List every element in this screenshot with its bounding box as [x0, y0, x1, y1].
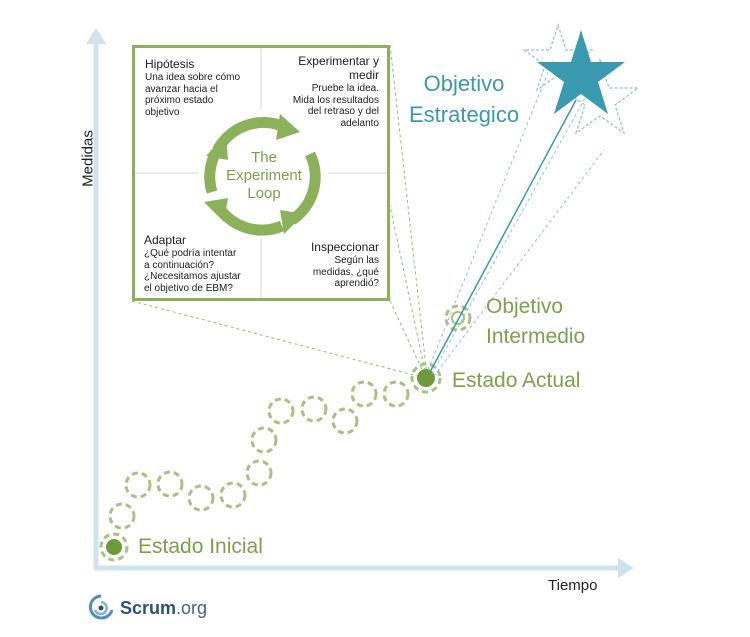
path-step	[124, 471, 152, 499]
zoom-line	[131, 300, 426, 379]
star-icon	[537, 30, 625, 114]
estado-actual-dot	[417, 369, 435, 387]
inspeccionar-line: Según las	[334, 255, 379, 266]
experimentar-title: Experimentar y	[298, 54, 379, 68]
estado-inicial-ring	[99, 532, 129, 562]
quadrant-experimentar: Experimentar y medir Pruebe la idea. Mid…	[259, 55, 379, 129]
y-axis-title: Medidas	[79, 130, 97, 187]
quadrant-hipotesis: Hipótesis Una idea sobre cómo avanzar ha…	[145, 58, 265, 118]
brand-name: Scrum.org	[120, 598, 207, 619]
path-step	[331, 407, 359, 435]
path-step	[300, 395, 328, 423]
path-step	[250, 426, 278, 454]
adaptar-line: a continuación?	[144, 259, 215, 271]
inspeccionar-line: medidas, ¿qué	[312, 266, 379, 278]
adaptar-line: ¿Qué podría intentar	[144, 248, 237, 259]
loop-title-line: Experiment	[226, 167, 302, 184]
path-to-goal	[431, 97, 586, 375]
experiment-loop-box: Hipótesis Una idea sobre cómo avanzar ha…	[132, 45, 390, 301]
path-step	[382, 380, 410, 408]
path-step	[108, 502, 136, 530]
hipotesis-line: objetivo	[145, 106, 180, 118]
objetivo-intermedio-ring	[444, 304, 472, 332]
path-step	[245, 459, 273, 487]
loop-title-line: The	[251, 149, 277, 166]
objetivo-intermedio-line: Intermedio	[486, 325, 586, 348]
estado-actual-ring	[410, 362, 442, 394]
experimentar-line: adelanto	[340, 117, 379, 129]
objetivo-estrategico-line: Estrategico	[409, 102, 520, 127]
zoom-line	[389, 300, 426, 377]
path-to-goal	[429, 99, 577, 373]
experimentar-line: del retraso y del	[307, 106, 379, 117]
adaptar-line: ¿Necesitamos ajustar	[144, 271, 241, 282]
inspeccionar-title: Inspeccionar	[310, 240, 379, 254]
path-to-goal	[427, 59, 554, 371]
inspeccionar-line: aprendió?	[334, 278, 379, 289]
objetivo-estrategico-label: Objetivo Estrategico	[409, 68, 519, 130]
quadrant-inspeccionar: Inspeccionar Según las medidas, ¿qué apr…	[259, 241, 379, 290]
x-axis-title: Tiempo	[548, 577, 598, 594]
y-axis-arrow	[86, 28, 106, 44]
path-step	[267, 397, 295, 425]
hipotesis-line: avanzar hacia el	[145, 83, 218, 95]
experimentar-title: medir	[348, 68, 379, 82]
quadrant-adaptar: Adaptar ¿Qué podría intentar a continuac…	[144, 234, 274, 294]
loop-ring-icon	[198, 109, 328, 239]
scrum-logo-icon	[88, 594, 114, 620]
loop-title: The Experiment Loop	[209, 149, 319, 203]
adaptar-title: Adaptar	[144, 233, 187, 247]
objetivo-intermedio-label: Objetivo Intermedio	[486, 292, 585, 352]
estado-inicial-dot	[106, 539, 122, 555]
brand-name-main: Scrum	[120, 598, 177, 618]
x-axis-arrow	[618, 558, 634, 578]
path-step	[156, 470, 184, 498]
path-step	[219, 481, 247, 509]
objetivo-estrategico-line: Objetivo	[423, 71, 505, 96]
path-steps	[108, 380, 410, 530]
zoom-line	[389, 44, 428, 377]
path-step	[350, 380, 378, 408]
loop-title-line: Loop	[247, 185, 281, 202]
estado-actual-label: Estado Actual	[452, 369, 581, 392]
path-to-goal	[433, 149, 605, 377]
objetivo-intermedio-inner	[451, 311, 465, 325]
path-step	[187, 484, 215, 512]
adaptar-line: el objetivo de EBM?	[144, 282, 233, 294]
experimentar-line: Mida los resultados	[292, 94, 379, 106]
objetivo-intermedio-line: Objetivo	[486, 295, 564, 318]
estado-inicial-label: Estado Inicial	[138, 535, 263, 558]
hipotesis-line: Una idea sobre cómo	[145, 72, 241, 83]
experimentar-line: Pruebe la idea.	[311, 83, 379, 94]
hipotesis-title: Hipótesis	[145, 57, 195, 71]
hipotesis-line: próximo estado	[145, 95, 214, 106]
brand-name-suffix: .org	[176, 598, 208, 618]
